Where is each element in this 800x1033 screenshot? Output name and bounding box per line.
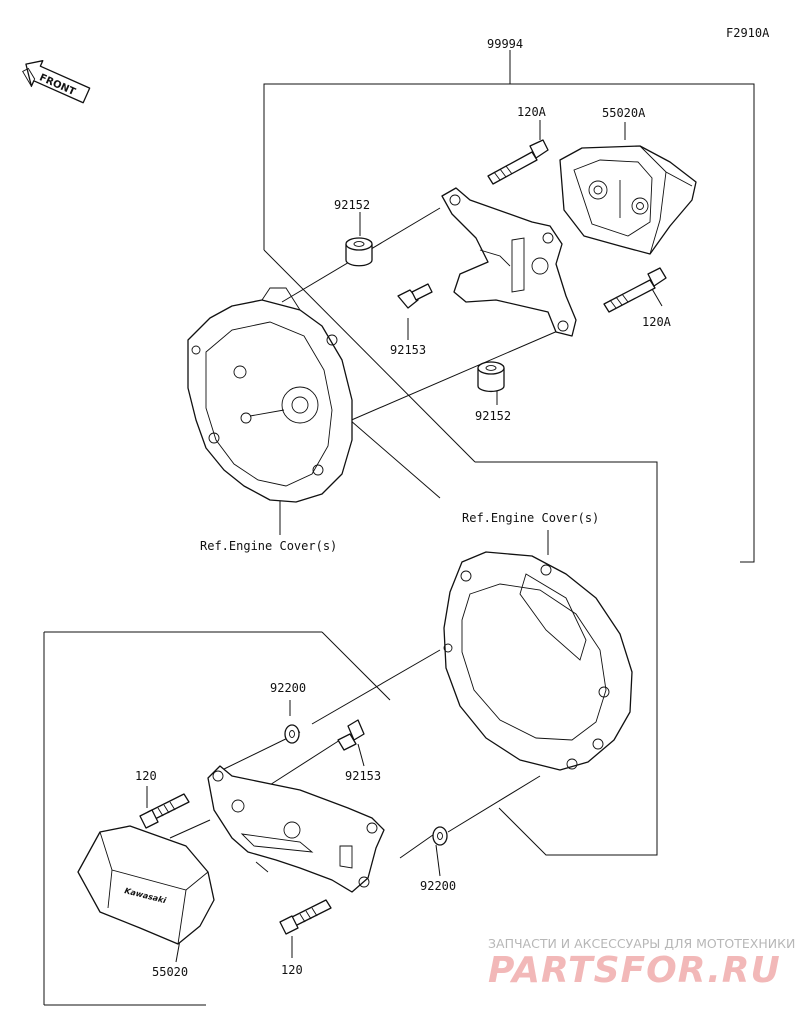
screw-lower [337,719,365,751]
washer-lower [432,826,448,846]
callout-bolt-top-lower: 120A [642,315,672,329]
front-arrow-icon: FRONT [22,60,91,104]
callout-bolt-top-upper: 120A [517,105,547,119]
screw-upper [397,283,433,309]
watermark-caption: ЗАПЧАСТИ И АКСЕССУАРЫ ДЛЯ МОТОТЕХНИКИ [488,936,795,951]
callout-bolt-left: 120 [135,769,157,783]
collar-lower [477,361,505,393]
lower-bracket [207,765,385,893]
kit-bracket [43,50,755,1006]
watermark-brand: PARTSFOR.RU [488,950,781,991]
callout-slider-upper: 55020A [602,106,646,120]
callout-collar-lower: 92152 [475,409,511,423]
mounting-bracket [441,187,577,337]
callout-bolt-bottom: 120 [281,963,303,977]
callout-ref-cover-right: Ref.Engine Cover(s) [462,511,599,525]
slider-lower: Kawasaki [77,825,215,945]
callout-washer-lower: 92200 [420,879,456,893]
callout-collar-upper: 92152 [334,198,370,212]
callout-kit: 99994 [487,37,523,51]
callout-slider-lower: 55020 [152,965,188,979]
bolt-upper [487,139,549,185]
callout-ref-cover-left: Ref.Engine Cover(s) [200,539,337,553]
bolt-left [139,793,190,829]
callout-screw-lower: 92153 [345,769,381,783]
washer-upper [284,724,300,744]
callout-screw-upper: 92153 [390,343,426,357]
figure-code: F2910A [726,26,770,40]
engine-cover-lower [443,551,633,771]
bolt-bottom [279,899,332,935]
slider-upper [559,145,697,255]
collar-upper [345,237,373,267]
bolt-lower [603,267,667,313]
engine-cover-upper [187,287,353,503]
callout-washer-upper: 92200 [270,681,306,695]
